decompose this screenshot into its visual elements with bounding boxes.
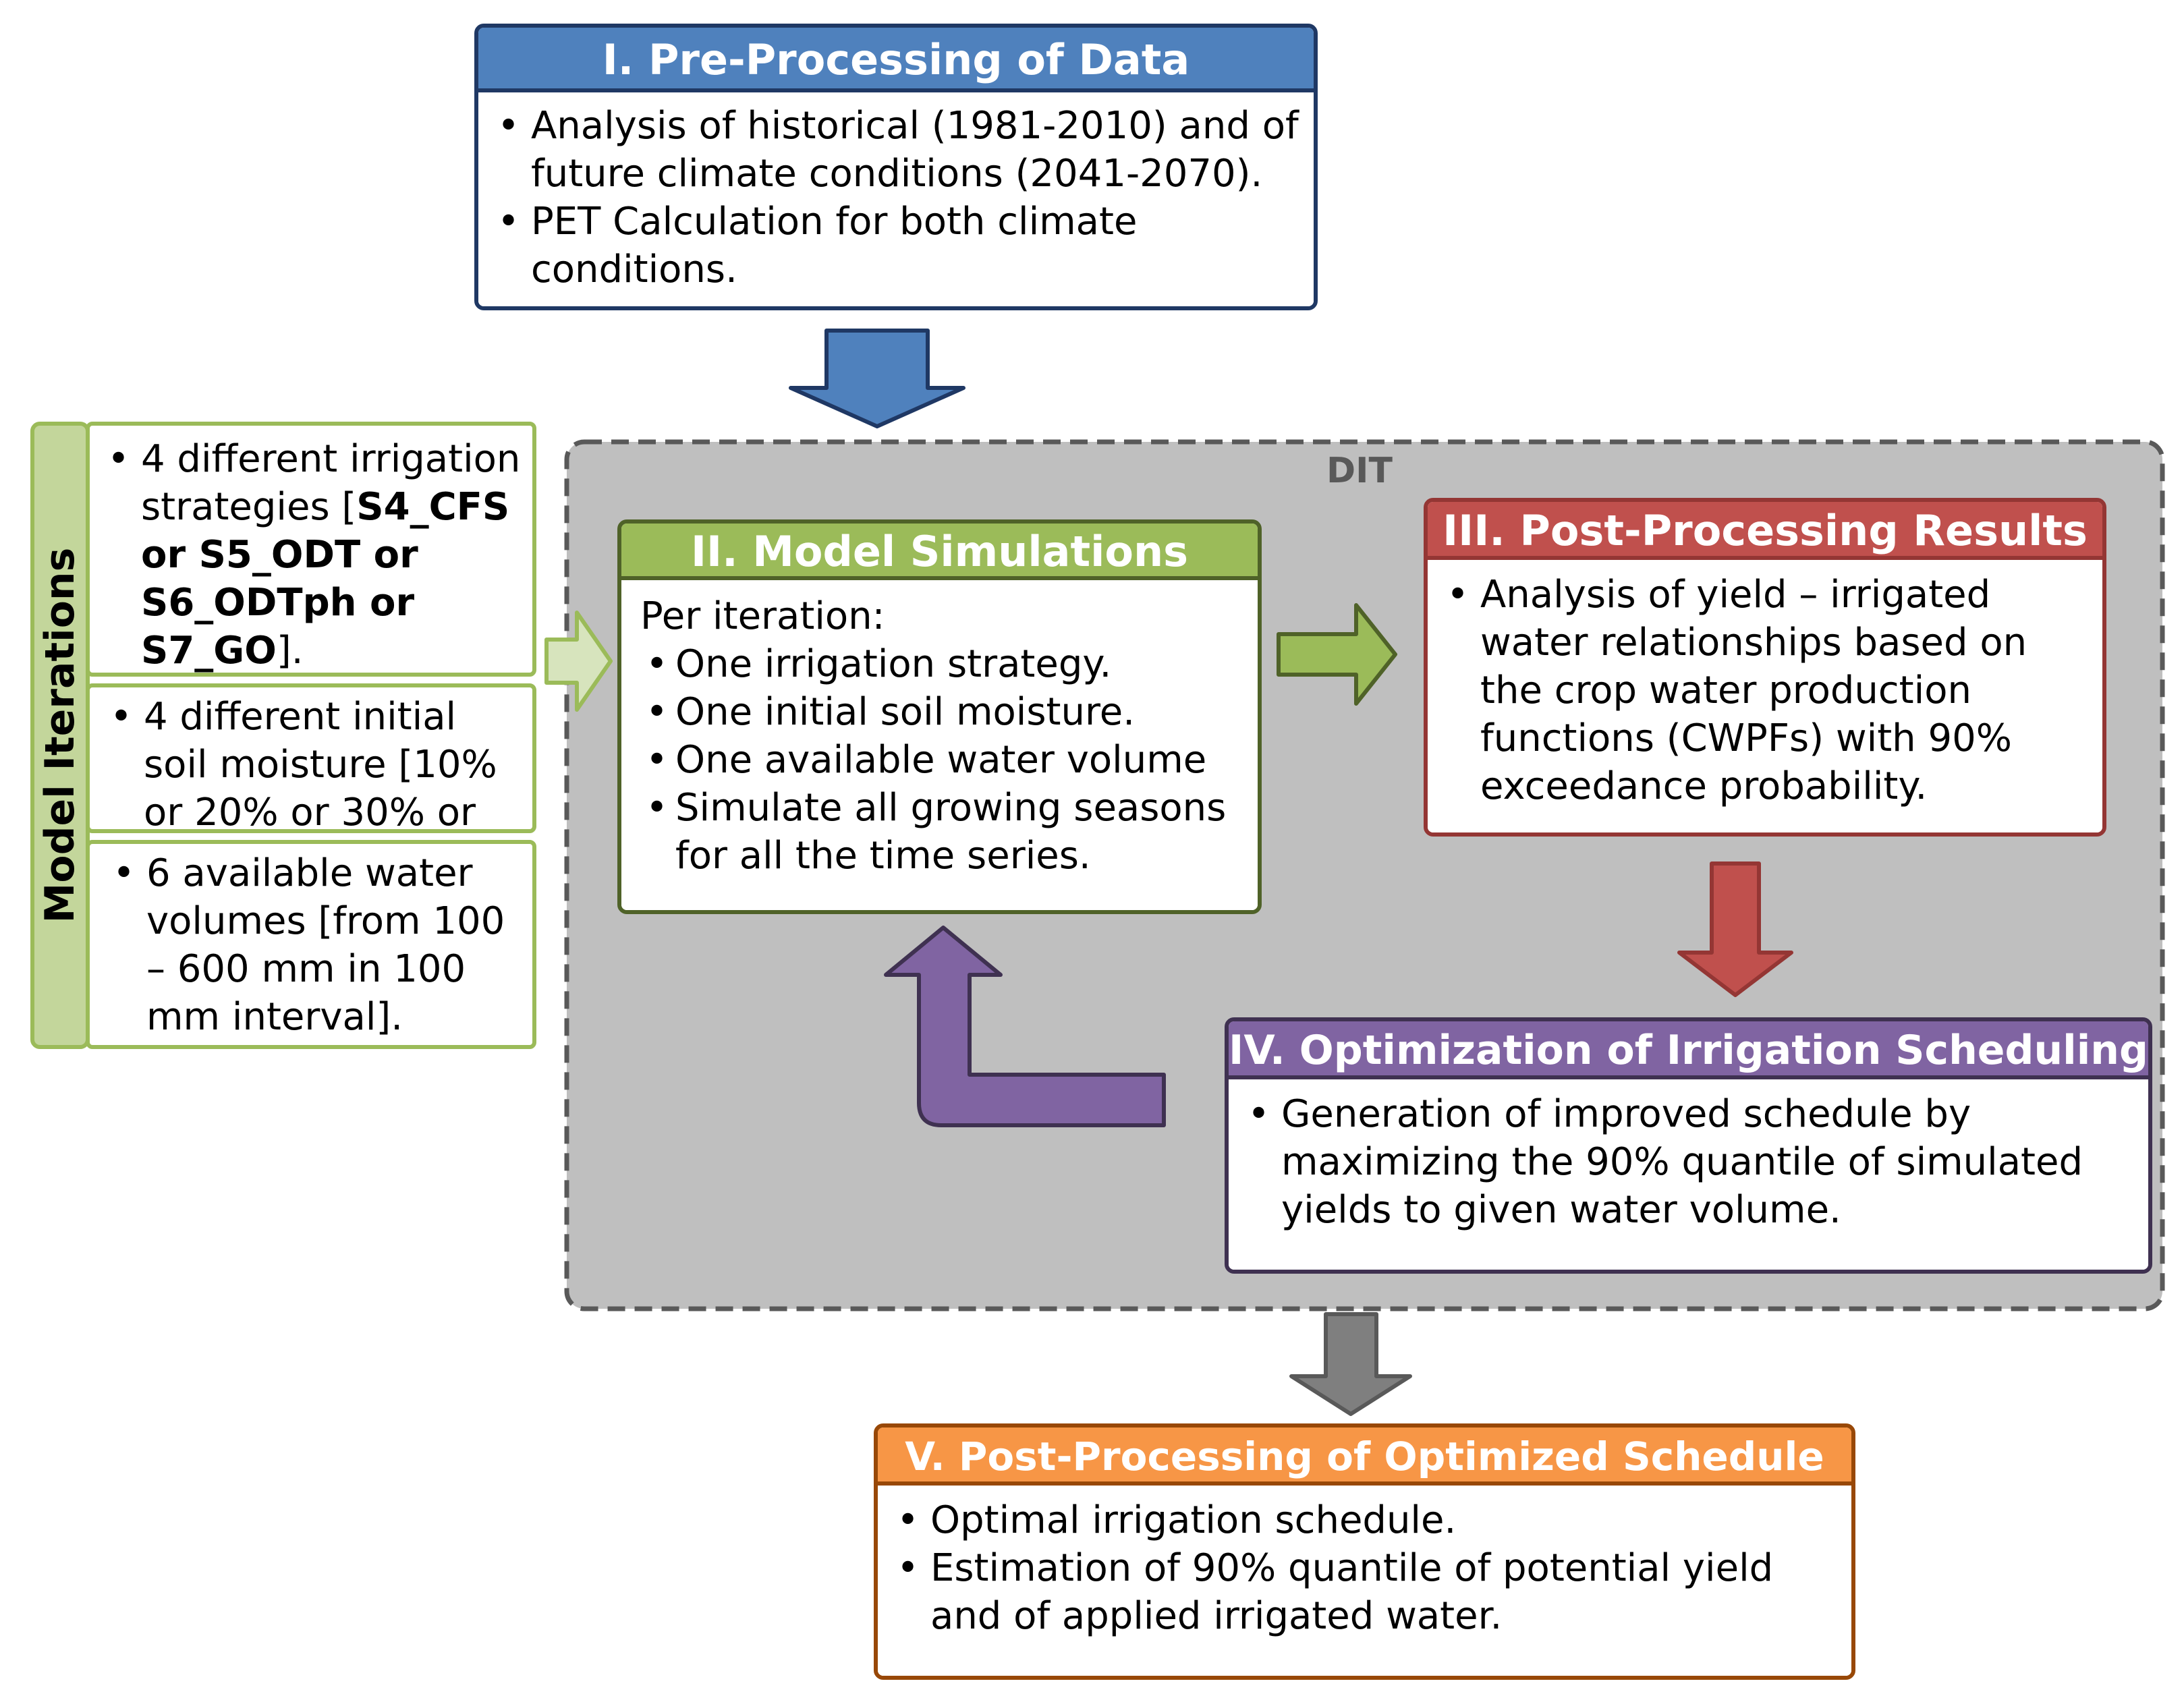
box-model-simulations-list: One irrigation strategy. One initial soi… [640, 640, 1244, 880]
box-post-processing-results: III. Post-Processing Results Analysis of… [1424, 498, 2106, 837]
list-item: Generation of improved schedule by maxim… [1242, 1090, 2135, 1234]
box-post-processing-schedule-title: V. Post-Processing of Optimized Schedule [878, 1428, 1851, 1486]
list-item: Estimation of 90% quantile of potential … [891, 1544, 1838, 1640]
box-model-simulations-title: II. Model Simulations [621, 524, 1258, 580]
strategies-suffix: ]. [276, 629, 304, 673]
arrow-down-gray-icon [1289, 1312, 1412, 1416]
list-item: 4 different irrigation strategies [S4_CF… [102, 435, 523, 675]
list-item: PET Calculation for both climate conditi… [492, 198, 1300, 293]
model-iterations-group: Model Iterations 4 different irrigation … [30, 422, 536, 1049]
list-item: One initial soil moisture. [640, 688, 1244, 736]
arrow-down-blue-icon [789, 329, 965, 428]
list-item: One irrigation strategy. [640, 640, 1244, 688]
box-pre-processing-title: I. Pre-Processing of Data [478, 28, 1314, 92]
arrow-right-green-icon [1277, 603, 1397, 706]
box-optimization-list: Generation of improved schedule by maxim… [1242, 1090, 2135, 1234]
model-iterations-sidebar: Model Iterations [30, 422, 90, 1049]
box-pre-processing-list: Analysis of historical (1981-2010) and o… [492, 102, 1300, 293]
model-iterations-label: Model Iterations [36, 547, 84, 924]
dit-label: DIT [1326, 451, 1393, 491]
box-pre-processing: I. Pre-Processing of Data Analysis of hi… [474, 24, 1318, 310]
arrow-down-red-icon [1677, 861, 1793, 997]
box-post-processing-results-list: Analysis of yield – irrigated water rela… [1441, 571, 2089, 810]
list-item: Simulate all growing seasons for all the… [640, 784, 1244, 880]
box-post-processing-results-title: III. Post-Processing Results [1428, 502, 2102, 560]
arrow-bent-up-purple-icon [884, 926, 1166, 1127]
box-model-simulations: II. Model Simulations Per iteration: One… [617, 519, 1262, 914]
strategies-prefix: 4 different irrigation strategies [ [141, 437, 521, 529]
iteration-card-soil-moisture: 4 different initial soil moisture [10% o… [86, 683, 536, 882]
iteration-card-strategies: 4 different irrigation strategies [S4_CF… [86, 422, 536, 677]
arrow-right-lightgreen-icon [544, 611, 613, 712]
box-optimization: IV. Optimization of Irrigation Schedulin… [1225, 1017, 2152, 1274]
box-post-processing-schedule-list: Optimal irrigation schedule. Estimation … [891, 1496, 1838, 1640]
list-item: Optimal irrigation schedule. [891, 1496, 1838, 1544]
list-item: 6 available water volumes [from 100 – 60… [107, 849, 523, 1041]
list-item: One available water volume [640, 736, 1244, 784]
list-item: Analysis of historical (1981-2010) and o… [492, 102, 1300, 198]
box-model-simulations-intro: Per iteration: [640, 594, 885, 638]
iteration-card-water-volumes: 6 available water volumes [from 100 – 60… [86, 840, 536, 1049]
list-item: Analysis of yield – irrigated water rela… [1441, 571, 2089, 810]
box-post-processing-schedule: V. Post-Processing of Optimized Schedule… [874, 1423, 1855, 1680]
strategies-names: S4_CFS or S5_ODT or S6_ODTph or S7_GO [141, 485, 510, 673]
box-optimization-title: IV. Optimization of Irrigation Schedulin… [1229, 1021, 2148, 1079]
